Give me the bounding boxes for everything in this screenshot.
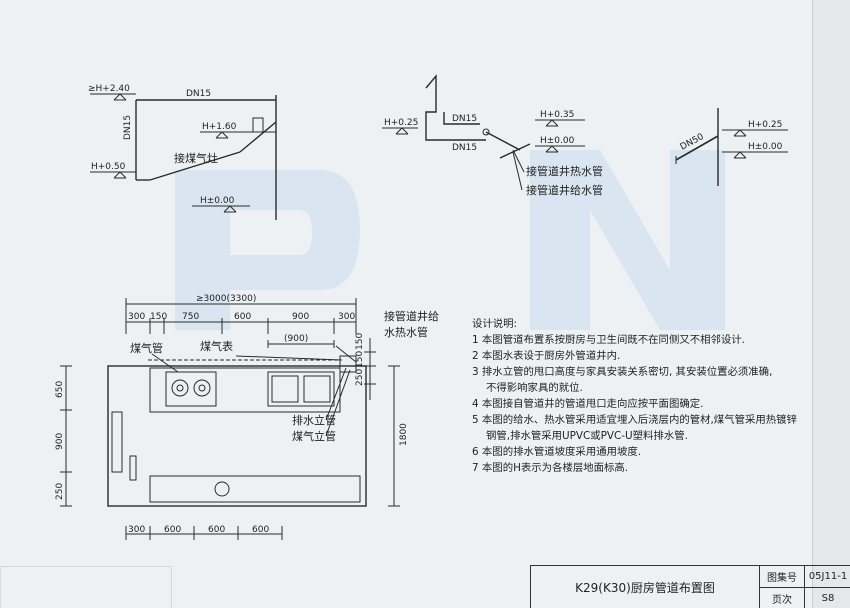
page-label: 页次 [760,588,805,608]
stove-label: 接煤气灶 [174,151,218,165]
svg-text:300: 300 [128,312,145,322]
left-dims: 650 900 250 [55,381,65,500]
hot-water-label: 接管道井热水管 [526,164,603,178]
svg-text:900: 900 [292,312,309,322]
bottom-dims: 300 600 600 600 [128,525,269,535]
water-elevation-lines [382,74,585,191]
faded-stamp-box [0,566,172,608]
shaft-label-2: 水热水管 [384,325,428,339]
elev-mid-label: H+1.60 [202,122,237,132]
mid-pipe-a: DN15 [452,114,477,124]
note-5-cont: 钢管,排水管采用UPVC或PVC-U塑料排水管. [486,430,688,442]
note-7: 7 本图的H表示为各楼层地面标高. [472,462,629,474]
cold-water-label: 接管道井给水管 [526,183,603,197]
note-6: 6 本图的排水管道坡度采用通用坡度. [472,446,642,458]
note-3: 3 排水立管的甩口高度与家具安装关系密切, 其安装位置必须准确, [472,366,773,378]
svg-text:300: 300 [338,312,355,322]
drain-pipe-label: DN50 [679,132,706,153]
title-block: K29(K30)厨房管道布置图 图集号 05J11-1 页次 S8 [530,565,850,608]
mid-pipe-b: DN15 [452,143,477,153]
shaft-label-1: 接管道井给 [384,309,439,323]
gas-elevation-lines [90,93,277,220]
atlas-number: 05J11-1 [805,566,850,588]
svg-text:150: 150 [355,333,365,350]
svg-text:650: 650 [55,381,65,398]
right-dims: 150 150 250 [355,333,365,386]
atlas-label: 图集号 [760,566,805,588]
drawing-title: K29(K30)厨房管道布置图 [531,566,760,608]
svg-text:600: 600 [164,525,181,535]
svg-text:250: 250 [55,483,65,500]
gas-pipe-label: 煤气管 [130,341,163,355]
elev-low-label: H+0.50 [91,162,126,172]
svg-text:600: 600 [208,525,225,535]
svg-text:150: 150 [150,312,167,322]
notes-heading: 设计说明: [472,318,518,330]
note-1: 1 本图管道布置系按厨房与卫生间既不在同侧又不相邻设计. [472,334,745,346]
pipe-top-label: DN15 [186,89,211,99]
drain-elevation-lines [675,108,788,186]
gas-riser-label: 煤气立管 [292,429,336,443]
elev-floor-label: H±0.00 [200,196,235,206]
pipe-side-label: DN15 [123,115,133,140]
sub-dim: (900) [284,334,308,344]
note-4: 4 本图接自管道井的管道甩口走向应按平面图确定. [472,398,704,410]
total-width-dim: ≥3000(3300) [196,294,256,304]
note-3-cont: 不得影响家具的就位. [486,382,583,394]
gas-meter-label: 煤气表 [200,339,233,353]
note-5: 5 本图的给水、热水管采用适宜埋入后浇层内的管材,煤气管采用热镀锌 [472,414,797,426]
svg-text:600: 600 [234,312,251,322]
drain-elev-b: H±0.00 [748,142,783,152]
svg-text:900: 900 [55,433,65,450]
svg-text:750: 750 [182,312,199,322]
svg-text:150: 150 [355,351,365,368]
svg-text:300: 300 [128,525,145,535]
mid-elev-b: H±0.00 [540,136,575,146]
elev-top-label: ≥H+2.40 [88,84,130,94]
svg-text:600: 600 [252,525,269,535]
page-edge-strip [812,0,850,608]
design-notes: 设计说明: 1 本图管道布置系按厨房与卫生间既不在同侧又不相邻设计. 2 本图水… [472,316,842,476]
svg-text:250: 250 [355,369,365,386]
kitchen-plan-lines [60,298,400,540]
top-dims: 300 150 750 600 900 300 [128,312,355,322]
page-number: S8 [821,593,835,604]
right-total-dim: 1800 [399,423,409,446]
mid-elev-left: H+0.25 [384,118,418,128]
drain-elev-a: H+0.25 [748,120,782,130]
note-2: 2 本图水表设于厨房外管道井内. [472,350,621,362]
mid-elev-a: H+0.35 [540,110,574,120]
drain-riser-label: 排水立管 [292,413,336,427]
